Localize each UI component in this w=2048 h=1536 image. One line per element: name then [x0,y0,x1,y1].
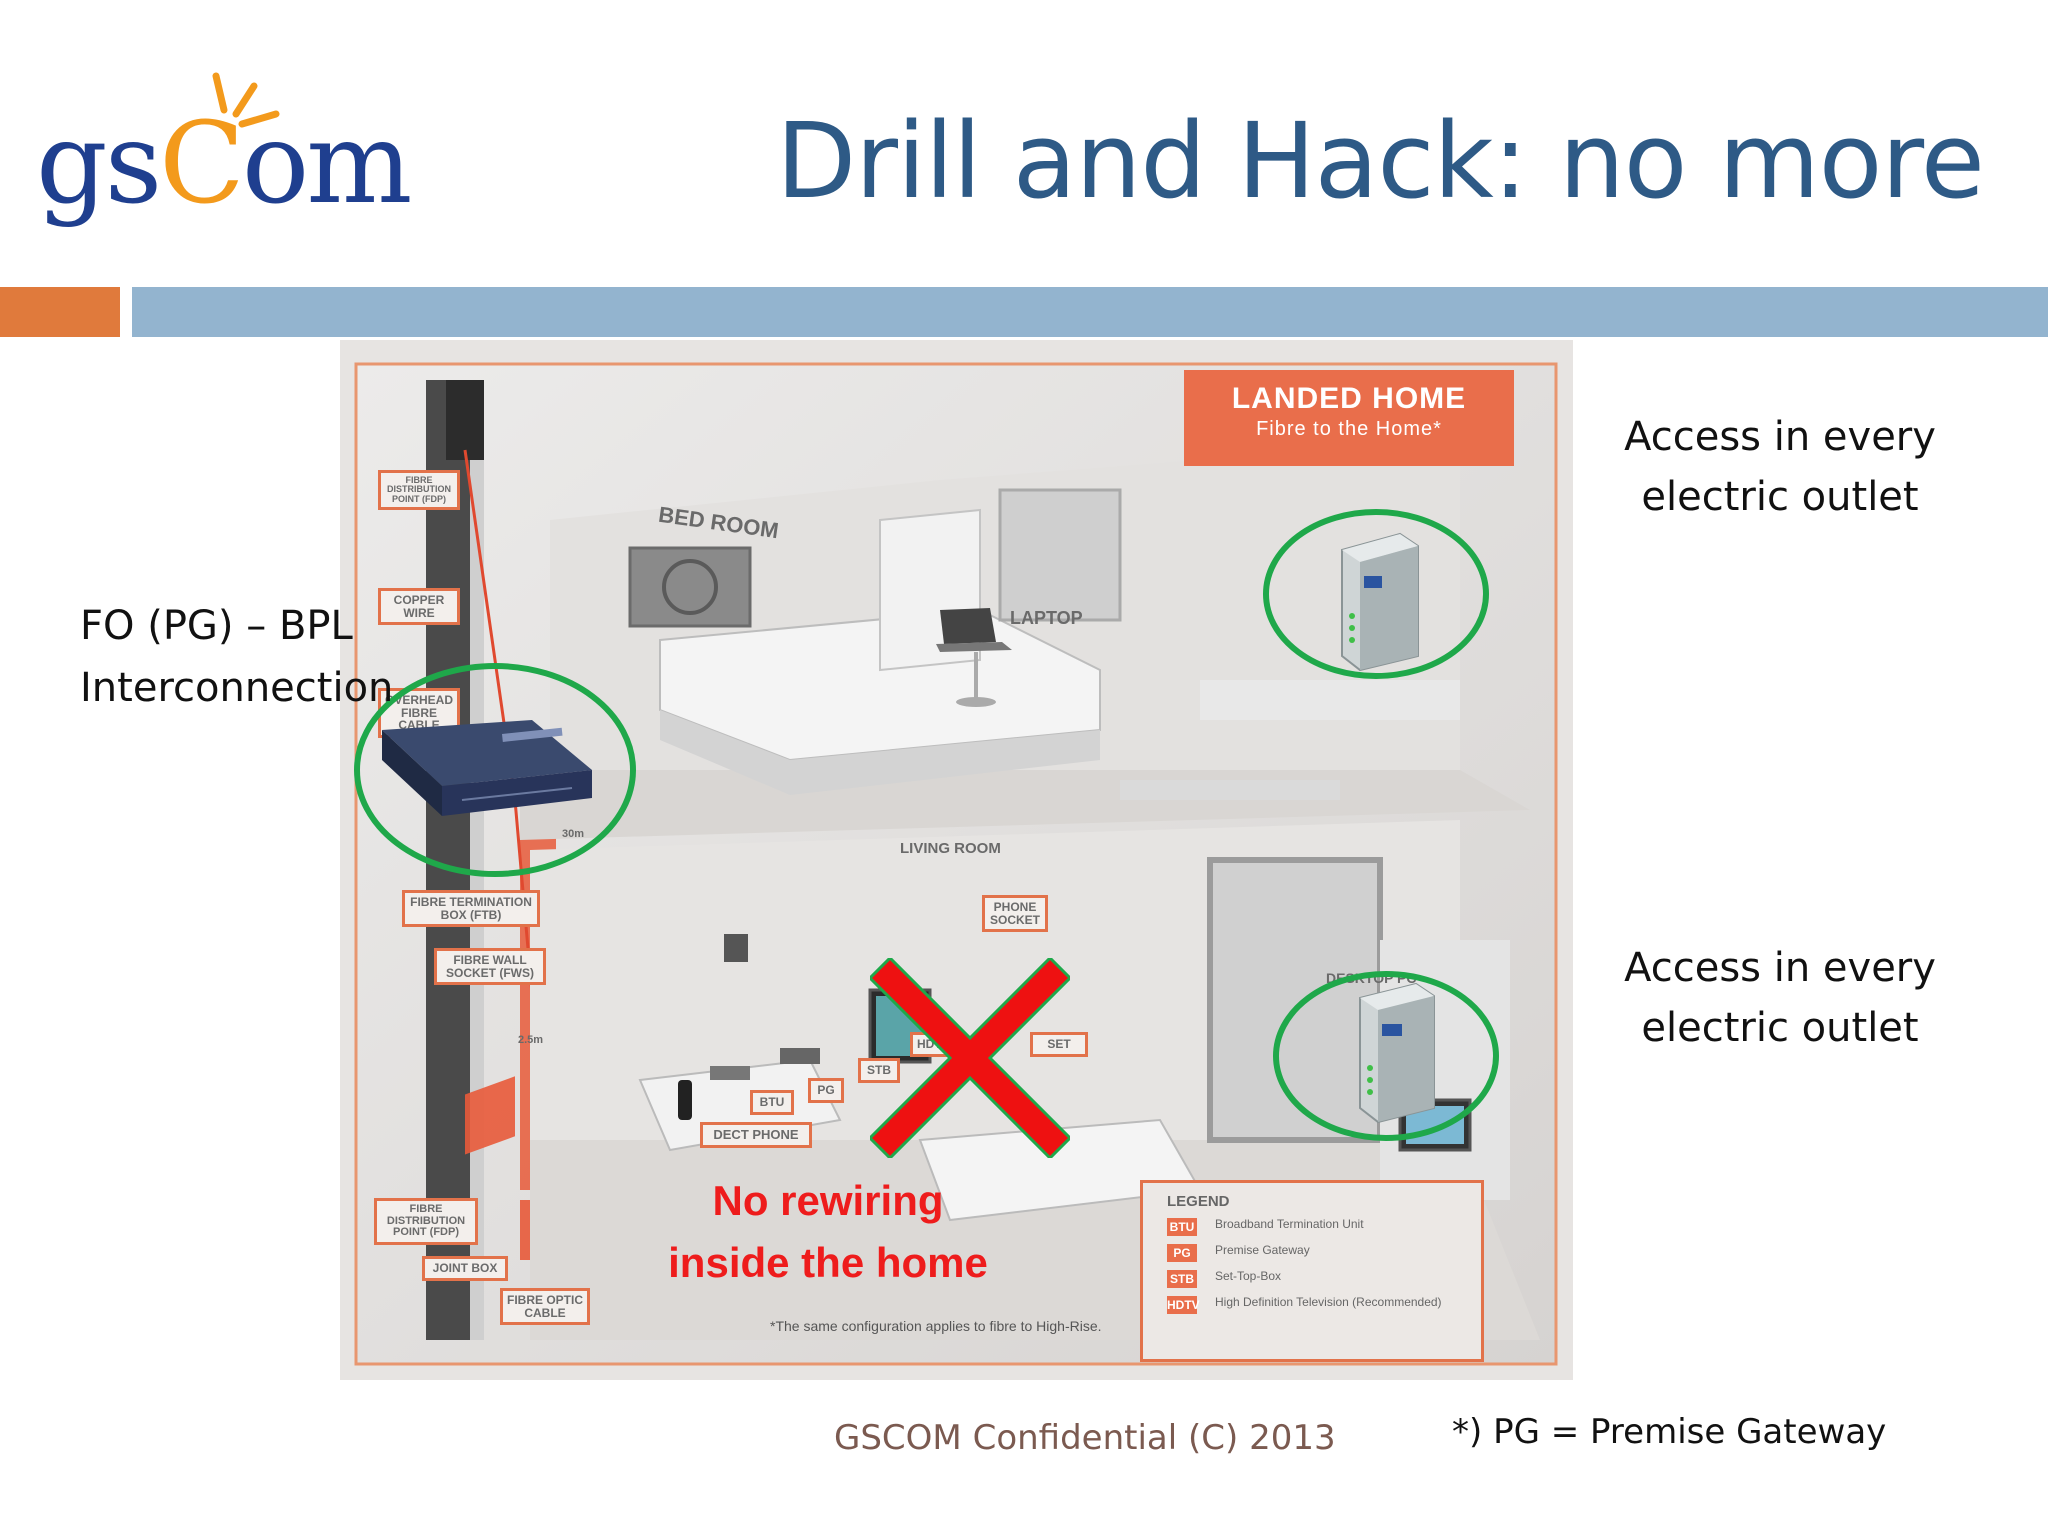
access-top-line2: electric outlet [1641,474,1919,520]
accent-bar [0,287,120,337]
no-rewiring-line2: inside the home [668,1239,988,1286]
pg-footnote: *) PG = Premise Gateway [1452,1412,1887,1452]
plc-adapter-bottom [1273,971,1499,1141]
router-highlight [354,663,636,877]
no-rewiring-line1: No rewiring [712,1177,944,1224]
living-room-label: LIVING ROOM [900,840,1001,857]
plc-adapter-icon [1341,532,1419,672]
company-logo: gsCom [36,70,413,230]
ftb-label: FIBRE TERMINATION BOX (FTB) [402,890,540,928]
access-top-line1: Access in every [1624,414,1936,460]
plc-adapter-icon [1359,982,1435,1124]
btu-label: BTU [750,1090,794,1115]
fdp-top-label: FIBRE DISTRIBUTION POINT (FDP) [378,470,460,511]
joint-box-label: JOINT BOX [422,1256,508,1281]
logo-wordmark: gsCom [36,99,413,229]
access-outlet-top: Access in every electric outlet [1580,407,1980,527]
plc-adapter-top [1263,509,1489,679]
home-network-illustration: LANDED HOME Fibre to the Home* BED ROOM … [340,340,1573,1380]
fo-line2: Interconnection [80,665,394,711]
cross-mark-icon [870,958,1070,1158]
no-rewiring-text: No rewiring inside the home [628,1170,1028,1294]
logo-rays-icon [212,72,280,128]
stb-label: STB [858,1058,900,1083]
fo-line1: FO (PG) – BPL [80,603,353,649]
access-bottom-line2: electric outlet [1641,1005,1919,1051]
fo-bpl-interconnection-label: FO (PG) – BPL Interconnection [80,595,410,719]
fws-label: FIBRE WALL SOCKET (FWS) [434,948,546,986]
tv-set-label: SET [1030,1032,1088,1057]
slide-title: Drill and Hack: no more [776,100,1985,222]
length-25m-label: 2.5m [518,1034,544,1046]
header-bar [132,287,2048,337]
banner-subtitle: Fibre to the Home* [1256,418,1442,440]
pg-label: PG [808,1078,844,1103]
laptop-label: LAPTOP [1010,608,1083,628]
length-30m-label: 30m [562,828,585,840]
copper-wire-label: COPPER WIRE [378,588,460,626]
photo-footnote: *The same configuration applies to fibre… [770,1318,1102,1334]
access-outlet-bottom: Access in every electric outlet [1580,938,1980,1058]
router-icon [382,720,592,816]
fdp-bottom-label: FIBRE DISTRIBUTION POINT (FDP) [374,1198,478,1245]
access-bottom-line1: Access in every [1624,945,1936,991]
confidential-footer: GSCOM Confidential (C) 2013 [834,1418,1336,1458]
phone-socket-label: PHONE SOCKET [982,895,1048,933]
legend-title: LEGEND [1167,1193,1230,1210]
dect-phone-label: DECT PHONE [700,1122,812,1148]
banner-title: LANDED HOME [1231,382,1467,415]
landed-home-banner: LANDED HOME Fibre to the Home* [1184,370,1514,466]
fibre-optic-cable-label: FIBRE OPTIC CABLE [500,1288,590,1326]
